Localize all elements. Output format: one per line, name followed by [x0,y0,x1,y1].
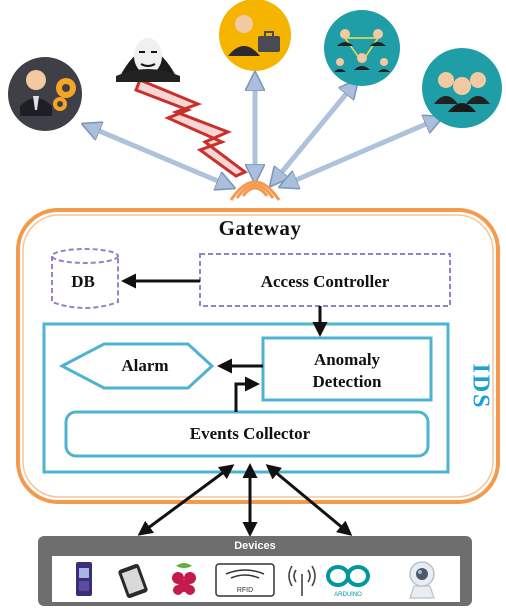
events-collector-label: Events Collector [189,424,311,443]
db-label: DB [71,272,95,291]
tablet-icon [118,563,148,599]
engineer-gears-icon [8,57,82,131]
businessman-briefcase-icon [219,0,291,71]
rfid-text: RFID [237,587,253,594]
anomaly-detection-label: Anomaly Detection [263,349,431,393]
anomaly-detection-box [261,336,433,402]
db-cylinder [51,248,119,309]
ids-label: IDS [467,363,494,410]
rfid-reader-icon: RFID [215,563,275,597]
wireless-antenna-icon [288,565,316,596]
user-arrow-4 [272,82,356,184]
wireless-signal-icon [229,180,281,201]
access-controller-label: Access Controller [260,272,390,291]
gateway-title: Gateway [218,216,302,240]
team-network-icon [324,10,400,86]
group-people-icon [422,48,502,128]
devices-title: Devices [234,540,276,552]
device-link-arrows [137,463,353,537]
alarm-label: Alarm [121,356,169,375]
arduino-icon: ARDUINO [326,565,371,598]
user-arrow-5 [282,118,440,186]
hacker-mask-icon [116,38,180,82]
webcam-icon [409,561,435,599]
user-arrow-1 [85,125,232,187]
anomaly-label-line1: Anomaly [313,350,381,369]
mobile-phone-icon [76,562,92,596]
arduino-text: ARDUINO [334,592,362,598]
alarm-shape [58,342,215,390]
raspberry-pi-icon [172,563,196,595]
user-link-arrows [85,75,440,187]
events-collector-box [64,410,430,458]
anomaly-label-line2: Detection [312,372,382,391]
attack-lightning-arrow [134,78,248,178]
arrow-events-to-anomaly [234,376,260,412]
